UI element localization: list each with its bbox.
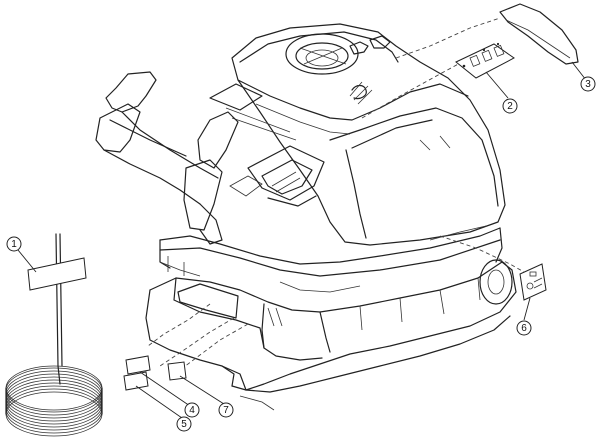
callout-5-label: 5 — [181, 419, 187, 430]
part-hose-with-tag — [5, 233, 103, 437]
part-control-cover — [499, 3, 579, 65]
callout-6-label: 6 — [521, 323, 527, 334]
machine-body — [95, 23, 517, 411]
callout-4-label: 4 — [189, 405, 195, 416]
callout-2: 2 — [502, 98, 518, 114]
callout-6: 6 — [516, 320, 532, 336]
callout-2-label: 2 — [507, 101, 513, 112]
part-small-labels — [123, 355, 187, 391]
callout-4: 4 — [184, 402, 200, 418]
assembly-dash-lines — [147, 17, 525, 371]
part-plate-decal — [519, 263, 547, 301]
callout-5: 5 — [176, 416, 192, 432]
callout-3: 3 — [580, 76, 596, 92]
callout-7: 7 — [218, 402, 234, 418]
part-switch-decal — [455, 42, 515, 79]
callout-1: 1 — [6, 236, 22, 252]
callout-leaders — [17, 61, 587, 419]
callout-1-label: 1 — [11, 239, 17, 250]
callout-3-label: 3 — [585, 79, 591, 90]
callout-7-label: 7 — [223, 405, 229, 416]
